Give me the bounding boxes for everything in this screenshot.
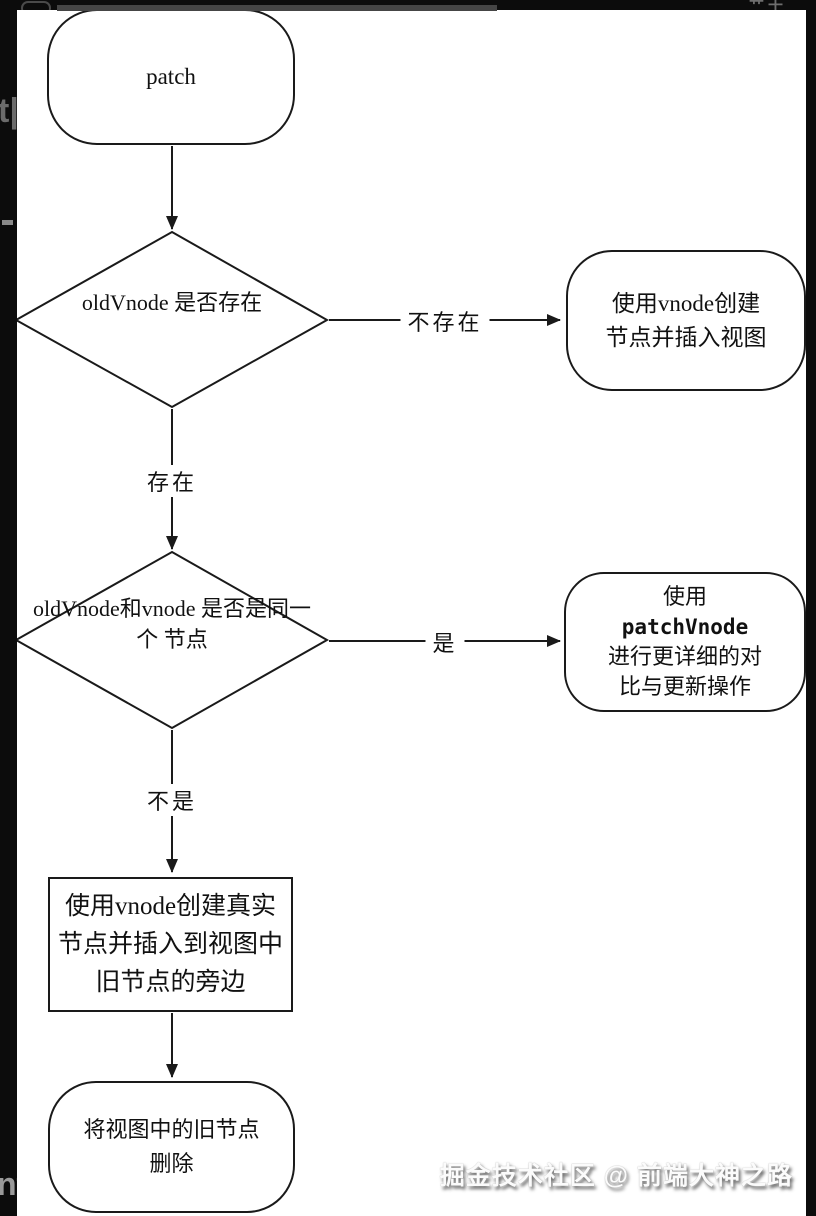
node-create-real-insert: 使用vnode创建真实 节点并插入到视图中 旧节点的旁边 (48, 877, 293, 1012)
node-patch-label: patch (146, 64, 196, 89)
decision1-line2: 是否存在 (174, 290, 263, 315)
node-patchvnode-line3: 进行更详细的对 (607, 644, 762, 669)
decision2-line3: 节点 (163, 627, 208, 652)
decision2-line1: oldVnode和vnode (32, 596, 196, 621)
bottom-left-text-fragment: nt (0, 1166, 17, 1202)
decision2-line2: 是否是同一个 (136, 596, 312, 652)
decision-old-exists-text: oldVnode 是否存在 (32, 287, 312, 319)
node-create-real-line2: 节点并插入到视图中 (57, 930, 283, 958)
top-right-text-fragment: 艹干 (749, 0, 788, 10)
node-remove-old-line2: 删除 (149, 1151, 194, 1176)
node-create-insert-view: 使用vnode创建 节点并插入视图 (566, 250, 806, 391)
edge-label-yes: 是 (425, 626, 465, 658)
node-patchvnode-line1: 使用 (662, 584, 707, 609)
node-create-insert-line2: 节点并插入视图 (605, 324, 767, 350)
decision-same-node-diamond (13, 550, 330, 730)
node-remove-old: 将视图中的旧节点 删除 (48, 1081, 295, 1213)
node-remove-old-line1: 将视图中的旧节点 (83, 1117, 260, 1142)
top-left-shape-fragment (21, 1, 51, 10)
progress-strip-fragment (57, 5, 497, 11)
node-patch-start: patch (47, 9, 295, 145)
edge-label-exists: 存在 (139, 465, 205, 497)
edge-label-not-exists: 不存在 (400, 305, 490, 337)
node-create-insert-line1: 使用vnode创建 (611, 290, 761, 316)
decision-same-node-text: oldVnode和vnode 是否是同一个 节点 (32, 593, 312, 655)
frame-bar-right (806, 0, 816, 1216)
node-patchvnode-compare: 使用 patchVnode 进行更详细的对 比与更新操作 (564, 572, 806, 712)
watermark: 掘金技术社区 @ 前端大神之路 (439, 1162, 793, 1190)
node-patchvnode-line4: 比与更新操作 (618, 674, 751, 699)
edge-label-no: 不是 (139, 784, 205, 816)
node-create-real-line1: 使用vnode创建真实 (64, 892, 277, 920)
left-bar-dash-fragment (2, 220, 13, 225)
decision-old-exists-diamond (13, 230, 330, 409)
decision1-line1: oldVnode (81, 290, 169, 315)
frame-bar-left: t| nt (0, 0, 17, 1216)
left-bar-text-fragment: t| (0, 92, 17, 130)
node-create-real-line3: 旧节点的旁边 (95, 968, 246, 996)
node-patchvnode-code: patchVnode (621, 615, 749, 639)
